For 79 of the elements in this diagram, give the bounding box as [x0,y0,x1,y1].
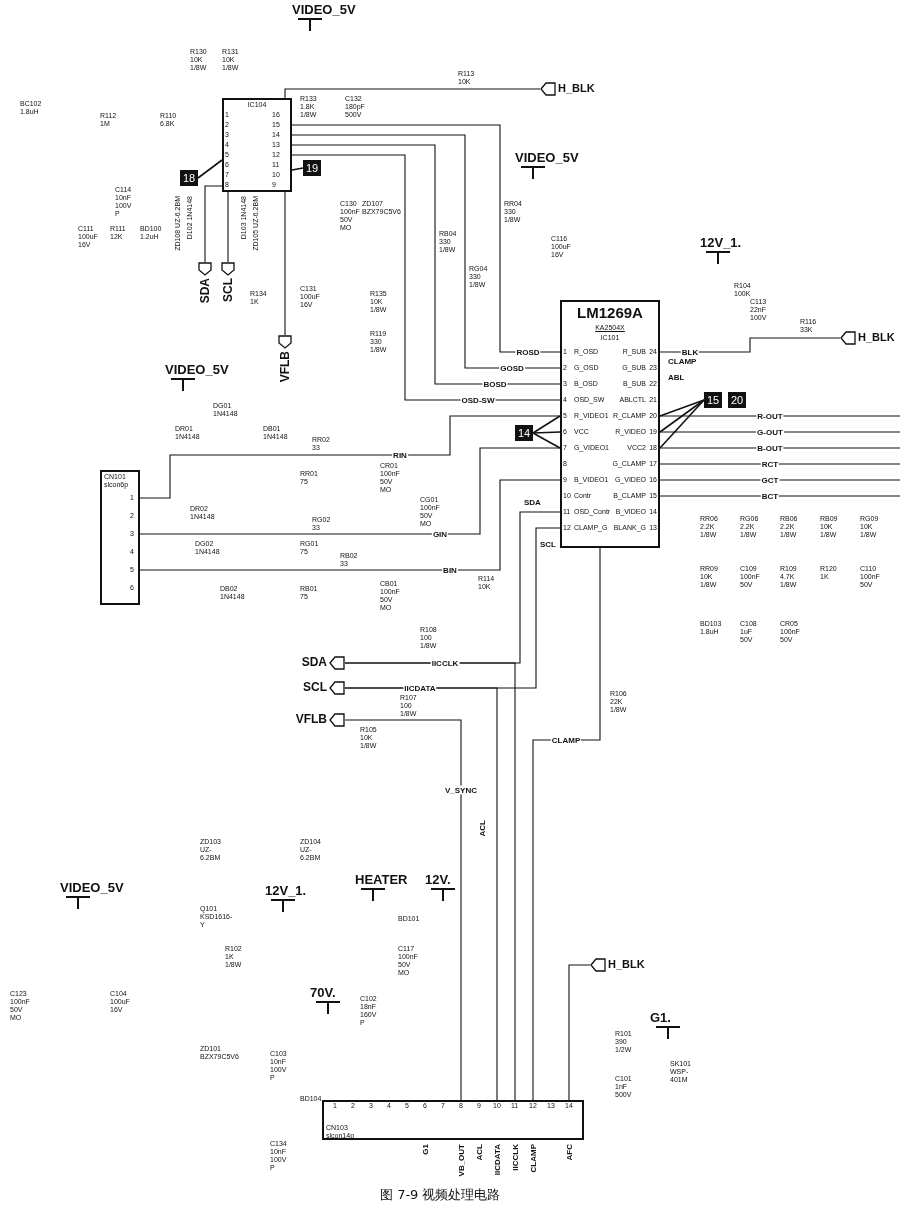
wire [204,185,223,263]
net-label: SCL [540,540,556,549]
wire-label: BCT [760,491,780,501]
voltage-label: G1. [650,1010,671,1025]
port-label: H_BLK [558,82,595,94]
ic-package [222,98,292,192]
connector-block [322,1100,584,1140]
port-label: H_BLK [858,331,895,343]
wire [284,88,541,99]
wire-label: R-OUT [756,411,784,421]
callout-number: 15 [704,392,723,408]
wire-label: ROSD [515,347,541,357]
wire [568,964,591,1101]
connector-block [100,470,140,605]
wire [659,447,901,449]
wire-label: OSD-SW [460,395,496,405]
voltage-label: VIDEO_5V [292,2,356,17]
callout-number: 19 [303,160,322,176]
leader-line [659,399,705,449]
wire-label: RCT [760,459,780,469]
wire-label: GIN [431,529,449,539]
port-label: VFLB [295,712,327,726]
wire [659,431,901,433]
wire [659,479,901,481]
caption: 图 7-9 视频处理电路 [380,1186,501,1204]
port-label: SCL [221,278,235,302]
net-label: SDA [524,498,541,507]
wire [284,191,286,336]
wire-label: G-OUT [756,427,784,437]
wire-label: RIN [392,450,408,460]
chip-name: LM1269A [577,305,643,321]
wire-label: V_SYNC [444,785,478,795]
wire-label: B-OUT [756,443,784,453]
leader-line [659,399,705,433]
wire [532,547,601,1101]
callout-number: 18 [180,170,199,186]
ic-package [560,300,660,548]
leader-line [291,167,304,171]
wire [659,463,901,465]
net-label: CLAMP [668,357,697,366]
voltage-label: VIDEO_5V [60,880,124,895]
wire-label: BLK [680,347,700,357]
net-label: ABL [668,373,685,382]
wire-label: BOSD [482,379,508,389]
voltage-label: HEATER [355,872,408,887]
port-label: SDA [198,278,212,304]
wire-label: CLAMP [550,735,582,745]
port-label: VFLB [278,351,292,383]
voltage-label: 70V. [310,985,336,1000]
port-label: SDA [301,655,327,669]
wire-label: IICDATA [403,683,437,693]
callout-number: 20 [728,392,747,408]
wire [139,479,561,571]
voltage-label: VIDEO_5V [515,150,579,165]
leader-line [197,159,223,179]
voltage-label: 12V. [425,872,451,887]
callout-number: 14 [515,425,534,441]
voltage-label: 12V_1. [700,235,742,250]
wire [139,447,561,535]
wire [227,191,229,263]
leader-line [532,415,561,434]
port-label: H_BLK [608,958,645,970]
voltage-label: VIDEO_5V [165,362,229,377]
voltage-label: 12V_1. [265,883,307,898]
leader-line [532,432,561,449]
wire [659,415,901,417]
port-label: SCL [303,680,327,694]
wire [659,337,841,353]
wire [344,687,498,1101]
wire-label: GOSD [499,363,525,373]
wire [139,415,561,499]
wire-label: IICCLK [430,658,460,668]
net-label: ACL [478,820,487,837]
leader-line [659,399,705,417]
wire [344,662,516,1101]
wire-label: BIN [442,565,458,575]
wire-label: GCT [760,475,780,485]
wire [659,495,901,497]
leader-line [532,431,561,434]
